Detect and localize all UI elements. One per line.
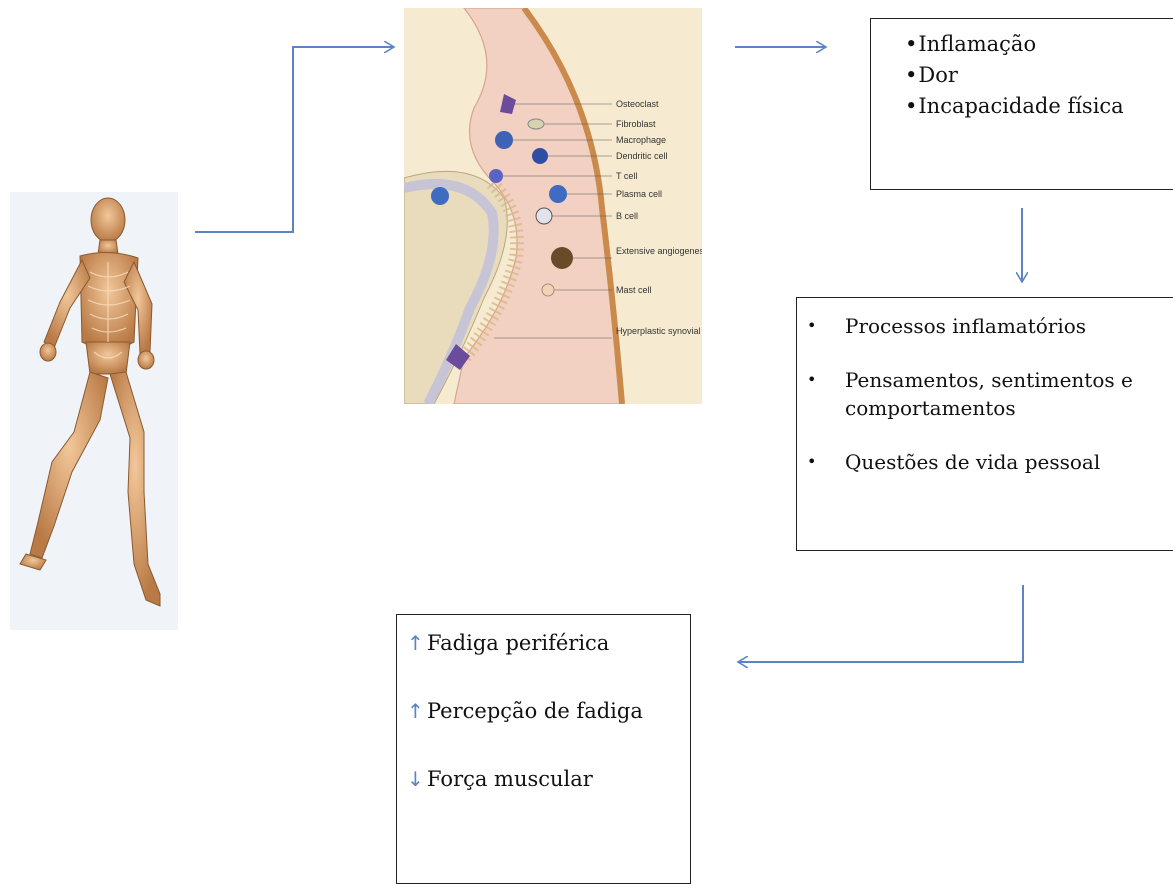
runner-figure: [10, 192, 178, 630]
bullet-icon: •: [807, 448, 845, 476]
label-fibroblast: Fibroblast: [616, 119, 656, 129]
synovium-icon: Osteoclast Fibroblast Macrophage Dendrit…: [404, 8, 702, 404]
label-mast-cell: Mast cell: [616, 285, 652, 295]
label-dendritic-cell: Dendritic cell: [616, 151, 668, 161]
label-angiogenesis: Extensive angiogenesis: [616, 246, 702, 256]
outcome-item: ↑ Fadiga periférica: [407, 629, 690, 657]
bullet-icon: •: [807, 312, 845, 340]
synovial-joint-illustration: Osteoclast Fibroblast Macrophage Dendrit…: [404, 8, 702, 404]
bullet-icon: •: [807, 366, 845, 422]
effect-item: Incapacidade física: [905, 91, 1173, 122]
label-macrophage: Macrophage: [616, 135, 666, 145]
factor-text: Pensamentos, sentimentos e comportamento…: [845, 366, 1164, 422]
running-skeleton-icon: [10, 192, 178, 630]
outcomes-box: ↑ Fadiga periférica ↑ Percepção de fadig…: [396, 614, 691, 884]
label-t-cell: T cell: [616, 171, 637, 181]
label-plasma-cell: Plasma cell: [616, 189, 662, 199]
effect-item: Dor: [905, 60, 1173, 91]
factor-item: • Questões de vida pessoal: [807, 448, 1164, 476]
label-hyperplastic-lining: Hyperplastic synovial lining: [616, 326, 702, 336]
effect-item: Inflamação: [905, 29, 1173, 60]
arrow-down-icon: ↓: [407, 765, 427, 793]
outcome-text: Fadiga periférica: [427, 629, 609, 657]
factor-text: Questões de vida pessoal: [845, 448, 1100, 476]
label-b-cell: B cell: [616, 211, 638, 221]
arrow-factors-to-outcomes: [738, 585, 1023, 662]
outcome-item: ↓ Força muscular: [407, 765, 690, 793]
arrow-up-icon: ↑: [407, 629, 427, 657]
effects-box: Inflamação Dor Incapacidade física: [870, 18, 1173, 190]
factor-item: • Processos inflamatórios: [807, 312, 1164, 340]
outcome-text: Percepção de fadiga: [427, 697, 643, 725]
outcome-item: ↑ Percepção de fadiga: [407, 697, 690, 725]
factor-item: • Pensamentos, sentimentos e comportamen…: [807, 366, 1164, 422]
outcome-text: Força muscular: [427, 765, 593, 793]
factor-text: Processos inflamatórios: [845, 312, 1086, 340]
arrow-up-icon: ↑: [407, 697, 427, 725]
arrow-runner-to-joint: [195, 47, 394, 232]
label-osteoclast: Osteoclast: [616, 99, 659, 109]
factors-box: • Processos inflamatórios • Pensamentos,…: [796, 297, 1173, 551]
